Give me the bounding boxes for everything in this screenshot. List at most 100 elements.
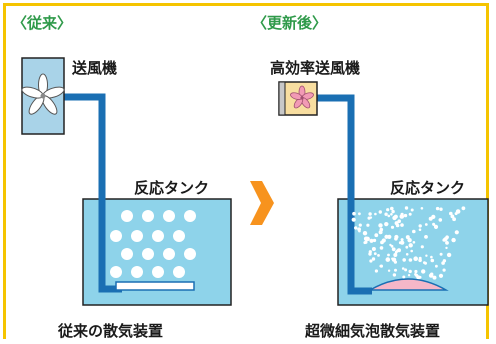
bubble (131, 266, 143, 278)
fine-bubble (418, 228, 422, 231)
bubble (121, 210, 133, 222)
fine-bubble (394, 234, 399, 240)
diagram-frame (3, 3, 489, 339)
bubble (184, 248, 196, 260)
fine-bubble (385, 222, 389, 226)
fine-bubble (408, 258, 413, 262)
fine-bubble (424, 223, 428, 226)
fine-bubble (354, 226, 358, 230)
fine-bubble (389, 243, 392, 247)
fine-bubble (369, 259, 373, 263)
fine-bubble (377, 254, 380, 257)
fine-bubble (368, 250, 372, 254)
header-before: 〈従来〉 (12, 14, 73, 32)
fine-bubble (391, 257, 394, 260)
fine-bubble (408, 212, 412, 216)
fine-bubble (379, 246, 384, 250)
fine-bubble (405, 245, 409, 249)
fine-bubble (392, 215, 397, 221)
fine-bubble (412, 241, 416, 244)
bubbles-after (351, 206, 466, 280)
fine-bubble (412, 229, 416, 234)
fine-bubble (351, 217, 356, 222)
blower-label-before: 送風機 (72, 59, 118, 77)
header-after: 〈更新後〉 (252, 14, 328, 32)
pipe-before (58, 93, 122, 293)
fine-bubble (403, 213, 408, 218)
fine-bubble (418, 224, 422, 228)
fine-bubble (446, 252, 452, 258)
fine-bubble (421, 269, 426, 274)
fine-bubble (407, 274, 411, 277)
fine-bubble (352, 211, 356, 216)
blower-label-after: 高効率送風機 (270, 59, 361, 77)
fine-bubble (391, 209, 395, 214)
fine-bubble (379, 264, 383, 268)
fine-bubble (410, 249, 414, 253)
bubble (142, 210, 154, 222)
fine-bubble (414, 273, 417, 276)
fine-bubble (387, 234, 392, 239)
bubble (173, 230, 185, 242)
fine-bubble (390, 213, 393, 216)
fine-bubble (394, 268, 397, 272)
fine-bubble (379, 227, 384, 232)
fine-bubble (358, 229, 361, 233)
fine-bubble (442, 238, 446, 242)
fan-icon (21, 73, 65, 115)
fine-bubble (358, 212, 361, 216)
fine-bubble (387, 269, 391, 272)
fine-bubble (364, 240, 368, 244)
fine-bubble (414, 269, 418, 274)
fine-bubble (378, 223, 383, 228)
fine-bubble (400, 238, 404, 242)
bubble (152, 230, 164, 242)
bubble (131, 230, 143, 242)
caption-before: 従来の散気装置 (58, 322, 164, 340)
fine-bubble (435, 264, 438, 268)
caption-after: 超微細気泡散気装置 (305, 322, 441, 340)
fine-bubble (424, 235, 428, 239)
tank-label-after: 反応タンク (390, 179, 466, 197)
fine-bubble (438, 273, 444, 278)
fine-bubble (363, 236, 369, 242)
bubble (173, 266, 185, 278)
fine-bubble (420, 245, 424, 249)
fine-bubble (373, 252, 377, 256)
fine-bubble (430, 255, 433, 259)
fine-bubble (439, 207, 443, 211)
fine-bubble (385, 257, 391, 262)
fine-bubble (390, 206, 394, 211)
bubble (152, 266, 164, 278)
fine-bubble (381, 238, 386, 243)
fine-bubble (394, 250, 398, 254)
fine-bubble (384, 212, 388, 216)
fine-bubble (387, 214, 391, 218)
fine-bubble (378, 210, 382, 214)
fine-bubble (428, 273, 434, 278)
bubble (163, 210, 175, 222)
fine-bubble (366, 223, 370, 227)
fine-bubble (445, 241, 449, 245)
fine-bubble (404, 268, 408, 272)
fine-bubble (450, 214, 455, 219)
bubble (163, 248, 175, 260)
fine-bubble (445, 235, 449, 239)
fine-bubble (402, 258, 407, 262)
fine-bubble (407, 238, 412, 243)
fine-bubble (400, 212, 404, 216)
fine-bubble (372, 238, 377, 243)
fine-bubble (391, 247, 396, 252)
blower-after (278, 81, 318, 116)
fine-bubble (374, 269, 378, 273)
fine-bubble (435, 206, 440, 211)
pipe-after (316, 94, 372, 295)
fine-bubble (452, 217, 456, 222)
fine-bubble (413, 256, 419, 262)
fine-bubble (371, 247, 376, 251)
diffuser-before (115, 281, 195, 291)
fine-bubble (405, 253, 409, 256)
fine-bubble (362, 231, 368, 236)
fine-bubble (390, 225, 395, 229)
